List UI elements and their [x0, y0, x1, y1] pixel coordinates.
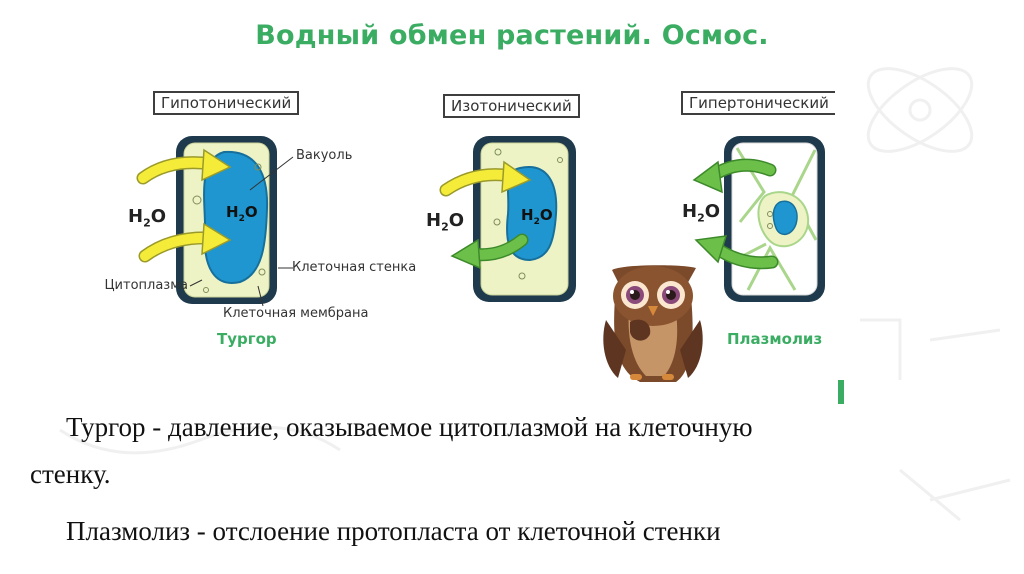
accent-bar	[838, 380, 844, 404]
definition-turgor-line1: Тургор - давление, оказываемое цитоплазм…	[66, 412, 753, 443]
label-cytoplasm: Цитоплазма	[98, 278, 188, 293]
water-label-outside: H2O	[426, 210, 464, 234]
definition-plasmolysis: Плазмолиз - отслоение протопласта от кле…	[66, 516, 721, 547]
label-cell-membrane: Клеточная мембрана	[223, 306, 368, 321]
condition-label-hypotonic: Гипотонический	[153, 91, 299, 115]
water-label-vacuole: H2O	[226, 203, 258, 224]
water-label-vacuole: H2O	[521, 206, 553, 227]
state-label-plasmolysis: Плазмолиз	[727, 330, 822, 348]
owl-mascot-icon	[603, 265, 702, 382]
water-label-outside: H2O	[128, 206, 166, 230]
water-label-outside: H2O	[682, 201, 720, 225]
label-vacuole: Вакуоль	[296, 148, 352, 163]
state-label-turgor: Тургор	[217, 330, 277, 348]
condition-label-isotonic: Изотонический	[443, 94, 580, 118]
label-cell-wall: Клеточная стенка	[292, 260, 416, 275]
definition-turgor-line2: стенку.	[30, 459, 111, 490]
condition-label-hypertonic: Гипертонический	[681, 91, 835, 115]
